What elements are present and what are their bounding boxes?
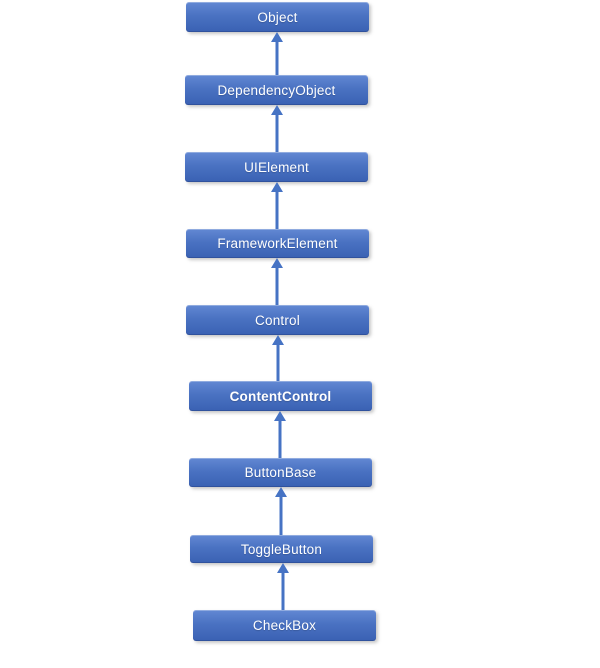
arrow-up-icon: [271, 32, 283, 75]
node-togglebutton: ToggleButton: [190, 535, 373, 563]
arrow-line: [276, 343, 280, 381]
node-frameworkelement: FrameworkElement: [186, 229, 369, 258]
node-object: Object: [186, 2, 369, 32]
arrowhead: [271, 105, 283, 115]
node-control: Control: [186, 305, 369, 335]
node-contentcontrol: ContentControl: [189, 381, 372, 411]
arrow-up-icon: [271, 258, 283, 305]
node-dependencyobject: DependencyObject: [185, 75, 368, 105]
node-buttonbase: ButtonBase: [189, 458, 372, 487]
arrowhead: [272, 335, 284, 345]
arrow-up-icon: [274, 411, 286, 458]
arrow-up-icon: [271, 105, 283, 152]
arrow-line: [281, 571, 285, 610]
arrowhead: [271, 258, 283, 268]
arrowhead: [271, 182, 283, 192]
arrow-line: [275, 113, 279, 152]
arrow-line: [278, 419, 282, 458]
node-uielement: UIElement: [185, 152, 368, 182]
arrowhead: [277, 563, 289, 573]
arrow-line: [279, 495, 283, 535]
arrowhead: [271, 32, 283, 42]
node-checkbox: CheckBox: [193, 610, 376, 641]
arrow-line: [275, 190, 279, 229]
arrowhead: [275, 487, 287, 497]
arrow-up-icon: [272, 335, 284, 381]
arrow-line: [275, 40, 279, 75]
arrowhead: [274, 411, 286, 421]
arrow-up-icon: [275, 487, 287, 535]
arrow-up-icon: [277, 563, 289, 610]
arrow-line: [275, 266, 279, 305]
arrow-up-icon: [271, 182, 283, 229]
